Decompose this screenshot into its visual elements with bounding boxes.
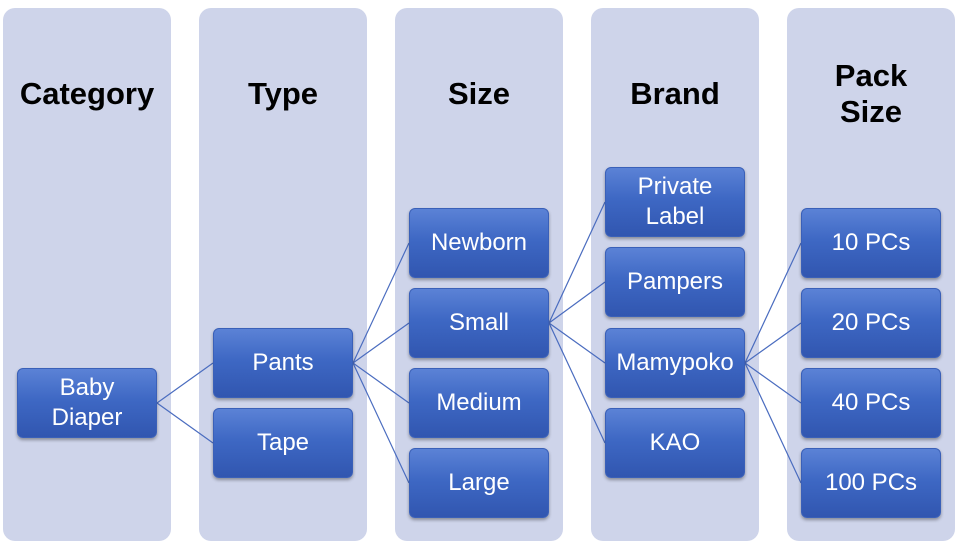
node-10-pcs: 10 PCs (801, 208, 941, 278)
node-40-pcs: 40 PCs (801, 368, 941, 438)
node-medium: Medium (409, 368, 549, 438)
node-large: Large (409, 448, 549, 518)
node-small: Small (409, 288, 549, 358)
node-tape: Tape (213, 408, 353, 478)
column-title-brand: Brand (630, 76, 720, 111)
node-pampers: Pampers (605, 247, 745, 317)
column-title-pack-size: Pack Size (834, 58, 908, 129)
node-pants: Pants (213, 328, 353, 398)
node-mamypoko: Mamypoko (605, 328, 745, 398)
node-newborn: Newborn (409, 208, 549, 278)
node-100-pcs: 100 PCs (801, 448, 941, 518)
node-20-pcs: 20 PCs (801, 288, 941, 358)
node-baby-diaper: Baby Diaper (17, 368, 157, 438)
column-title-category: Category (19, 76, 155, 111)
node-kao: KAO (605, 408, 745, 478)
column-category: Category (3, 8, 171, 541)
column-title-size: Size (447, 76, 511, 111)
node-private-label: Private Label (605, 167, 745, 237)
column-title-type: Type (247, 76, 319, 111)
